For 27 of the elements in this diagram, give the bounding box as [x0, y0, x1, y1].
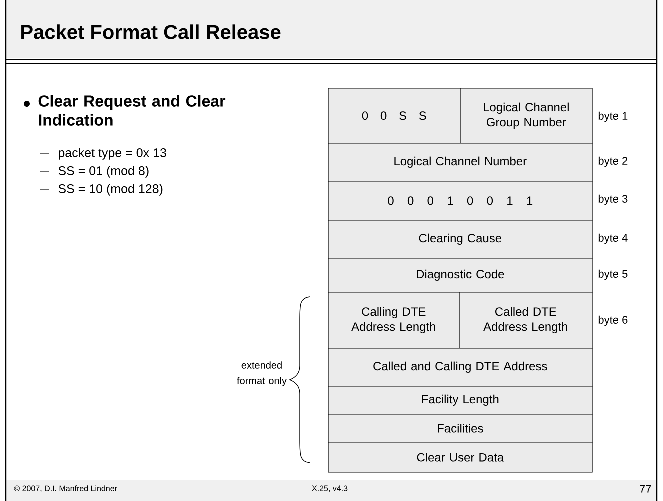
byte-label: byte 4: [598, 234, 628, 244]
field-cell: 0 0 0 1 0 0 1 1: [328, 181, 593, 221]
field-cell: Logical Channel Number: [328, 143, 593, 182]
byte-label: byte 5: [598, 270, 628, 280]
field-cell: Clearing Cause: [328, 220, 593, 259]
bullet-heading: Clear Request and Clear Indication: [38, 95, 226, 126]
list-item: SS = 10 (mod 128): [58, 184, 163, 196]
field-cell: Logical Channel Group Number: [460, 88, 593, 144]
brace-note: extended format only: [237, 362, 287, 386]
footer-text: © 2007, D.I. Manfred Lindner: [14, 486, 118, 492]
slide-title: Packet Format Call Release: [22, 24, 281, 40]
field-cell: Called and Calling DTE Address: [328, 348, 593, 387]
page-number: 77: [640, 485, 652, 493]
byte-label: byte 6: [598, 316, 628, 326]
field-cell: Facility Length: [328, 386, 593, 415]
byte-label: byte 1: [598, 112, 628, 122]
byte-label: byte 3: [598, 194, 628, 206]
field-cell: Clear User Data: [328, 442, 593, 473]
field-cell: 0 0 S S: [328, 88, 461, 144]
list-item: packet type = 0x 13: [59, 148, 166, 160]
field-cell: Calling DTE Address Length: [328, 292, 460, 349]
field-cell: Facilities: [328, 414, 593, 443]
field-cell: Diagnostic Code: [328, 258, 593, 293]
list-item: SS = 01 (mod 8): [58, 166, 149, 178]
byte-label: byte 2: [598, 156, 628, 168]
footer-text: X.25, v4.3: [312, 486, 348, 492]
field-cell: Called DTE Address Length: [459, 292, 593, 349]
